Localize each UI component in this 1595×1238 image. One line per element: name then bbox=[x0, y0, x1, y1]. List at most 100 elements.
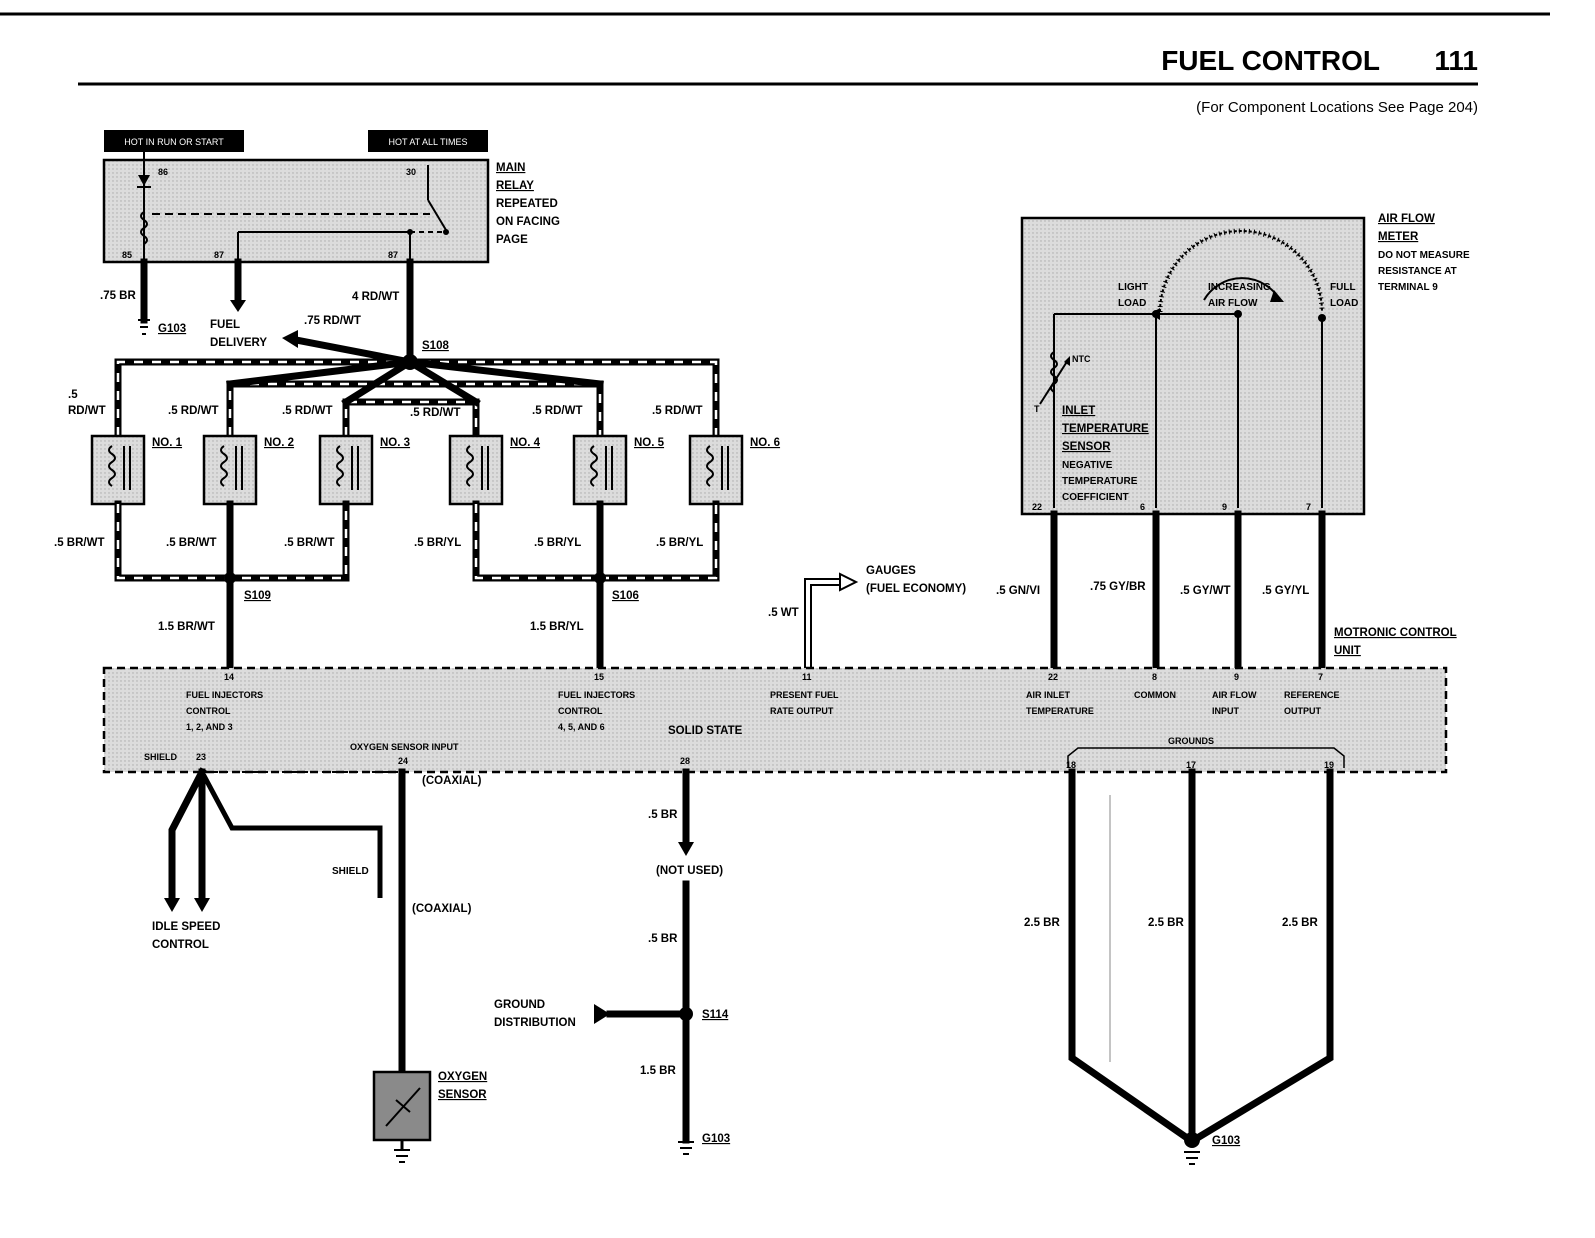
inj1-feed-label-1: .5 bbox=[68, 389, 78, 401]
injector-6 bbox=[688, 434, 744, 506]
afm-sensor-title-3: SENSOR bbox=[1062, 441, 1111, 453]
afm-pin-22: 22 bbox=[1032, 502, 1042, 512]
relay-pin-30: 30 bbox=[406, 167, 416, 177]
afm-sensor-note-3: COEFFICIENT bbox=[1062, 492, 1129, 503]
afm-light-load-1: LIGHT bbox=[1118, 282, 1148, 293]
ecu-pin-28: 28 bbox=[680, 756, 690, 766]
s109-wire-label: 1.5 BR/WT bbox=[158, 621, 215, 633]
ecu-pin14-label-3: 1, 2, AND 3 bbox=[186, 722, 233, 732]
ecu-ground-wires bbox=[1068, 768, 1334, 1165]
gauges-label-2: (FUEL ECONOMY) bbox=[866, 583, 966, 595]
page-subtitle: (For Component Locations See Page 204) bbox=[1196, 99, 1478, 116]
gauges-wire bbox=[804, 572, 859, 668]
ground-wire-17-label: 2.5 BR bbox=[1148, 917, 1184, 929]
gauges-wire-label: .5 WT bbox=[768, 607, 799, 619]
injector-4 bbox=[448, 434, 504, 506]
not-used-label: (NOT USED) bbox=[656, 865, 723, 877]
oxygen-sensor-label-2: SENSOR bbox=[438, 1089, 487, 1101]
pin28-ground-wire bbox=[594, 768, 694, 1155]
relay-pin-85: 85 bbox=[122, 250, 132, 260]
injector-5-label: NO. 5 bbox=[634, 437, 665, 449]
ecu-pin-23: 23 bbox=[196, 752, 206, 762]
motronic-control-unit bbox=[102, 666, 1448, 774]
ecu-pin-24: 24 bbox=[398, 756, 408, 766]
afm-title-1: AIR FLOW bbox=[1378, 213, 1435, 225]
ecu-pin15-label-1: FUEL INJECTORS bbox=[558, 690, 635, 700]
inj6-return-label: .5 BR/YL bbox=[656, 537, 703, 549]
g103-center-label: G103 bbox=[702, 1133, 730, 1145]
idle-label-1: IDLE SPEED bbox=[152, 921, 220, 933]
injector-3-label: NO. 3 bbox=[380, 437, 410, 449]
relay-note-2: ON FACING bbox=[496, 216, 560, 228]
ecu-pin-7: 7 bbox=[1318, 672, 1323, 682]
afm-sensor-title-2: TEMPERATURE bbox=[1062, 423, 1149, 435]
injector-2 bbox=[202, 434, 258, 506]
relay-note-3: PAGE bbox=[496, 234, 528, 246]
afm-wire-7-label: .5 GY/YL bbox=[1262, 585, 1309, 597]
afm-sensor-title-1: INLET bbox=[1062, 405, 1095, 417]
ecu-pin-11: 11 bbox=[802, 672, 812, 682]
ecu-ground-pin-17: 17 bbox=[1186, 760, 1196, 770]
fuel-branch-wire-label: .75 RD/WT bbox=[304, 315, 361, 327]
afm-light-load-2: LOAD bbox=[1118, 298, 1146, 309]
afm-note-2: RESISTANCE AT bbox=[1378, 266, 1457, 277]
inj4-feed-label: .5 RD/WT bbox=[410, 407, 460, 419]
relay-title-1: MAIN bbox=[496, 162, 525, 174]
ecu-state: SOLID STATE bbox=[668, 725, 743, 737]
inj5-return-label: .5 BR/YL bbox=[534, 537, 581, 549]
ecu-pin-9: 9 bbox=[1234, 672, 1239, 682]
ecu-pin22-label-2: TEMPERATURE bbox=[1026, 706, 1094, 716]
ecu-pin-8: 8 bbox=[1152, 672, 1157, 682]
injector-3 bbox=[318, 434, 374, 506]
coaxial-label-2: (COAXIAL) bbox=[412, 903, 472, 915]
ecu-pin-15: 15 bbox=[594, 672, 604, 682]
injector-1 bbox=[90, 434, 146, 506]
inj1-feed-label-2: RD/WT bbox=[68, 405, 106, 417]
injector-5 bbox=[572, 434, 628, 506]
splice-s106-label: S106 bbox=[612, 590, 639, 602]
afm-sensor-note-2: TEMPERATURE bbox=[1062, 476, 1138, 487]
afm-pin-9: 9 bbox=[1222, 502, 1227, 512]
inj5-feed-label: .5 RD/WT bbox=[532, 405, 582, 417]
pin28-wire-label-3: 1.5 BR bbox=[640, 1065, 676, 1077]
afm-full-load-1: FULL bbox=[1330, 282, 1356, 293]
page-number: 111 bbox=[1434, 45, 1478, 76]
ecu-pin7-label-2: OUTPUT bbox=[1284, 706, 1322, 716]
injector-return-harness bbox=[114, 500, 720, 672]
ecu-pin7-label-1: REFERENCE bbox=[1284, 690, 1340, 700]
oxygen-sensor-label-1: OXYGEN bbox=[438, 1071, 487, 1083]
relay-ground-label: G103 bbox=[158, 323, 186, 335]
relay-pin-87b: 87 bbox=[388, 250, 398, 260]
wire-fuel-branch bbox=[291, 335, 415, 367]
ecu-pin9-label-1: AIR FLOW bbox=[1212, 690, 1257, 700]
inj4-return-label: .5 BR/YL bbox=[414, 537, 461, 549]
idle-speed-wires bbox=[164, 767, 402, 912]
splice-s108-label: S108 bbox=[422, 340, 449, 352]
ecu-oxygen-input-label: OXYGEN SENSOR INPUT bbox=[350, 742, 459, 752]
ecu-pin-22: 22 bbox=[1048, 672, 1058, 682]
relay-pin-86: 86 bbox=[158, 167, 168, 177]
ground-distribution-1: GROUND bbox=[494, 999, 545, 1011]
pin28-wire-label-1: .5 BR bbox=[648, 809, 678, 821]
injector-1-label: NO. 1 bbox=[152, 437, 183, 449]
afm-ntc: NTC bbox=[1072, 354, 1091, 364]
power-run-start-label: HOT IN RUN OR START bbox=[124, 137, 224, 147]
ecu-shield-label: SHIELD bbox=[144, 752, 178, 762]
injector-2-label: NO. 2 bbox=[264, 437, 294, 449]
injector-6-label: NO. 6 bbox=[750, 437, 780, 449]
ecu-pin11-label-2: RATE OUTPUT bbox=[770, 706, 834, 716]
afm-full-load-2: LOAD bbox=[1330, 298, 1358, 309]
inj6-feed-label: .5 RD/WT bbox=[652, 405, 702, 417]
ecu-pin22-label-1: AIR INLET bbox=[1026, 690, 1071, 700]
afm-ecu-wires bbox=[1050, 510, 1326, 672]
ecu-pin9-label-2: INPUT bbox=[1212, 706, 1240, 716]
power-always-label: HOT AT ALL TIMES bbox=[388, 137, 467, 147]
afm-sensor-note-1: NEGATIVE bbox=[1062, 460, 1113, 471]
g103-right-label: G103 bbox=[1212, 1135, 1240, 1147]
shield-label: SHIELD bbox=[332, 866, 369, 877]
ecu-pin11-label-1: PRESENT FUEL bbox=[770, 690, 839, 700]
injector-feed-harness bbox=[114, 357, 720, 440]
afm-pin-7: 7 bbox=[1306, 502, 1311, 512]
